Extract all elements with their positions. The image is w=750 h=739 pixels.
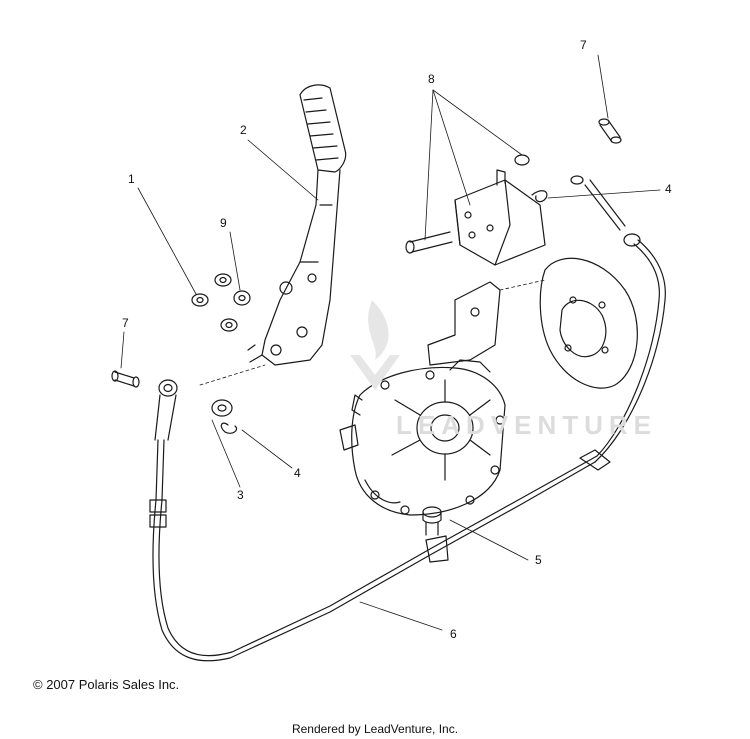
callout-8: 8: [428, 72, 435, 86]
washers-9: [214, 273, 251, 332]
callout-6: 6: [450, 627, 457, 641]
clip-4-right: [531, 190, 548, 203]
mount-bracket: [427, 281, 501, 366]
callout-4-left: 4: [294, 466, 301, 480]
callout-1: 1: [128, 172, 135, 186]
leader-lines: [120, 54, 661, 631]
pin-7-left: [111, 370, 140, 388]
rendered-by-text: Rendered by LeadVenture, Inc.: [291, 722, 459, 736]
brake-cable: [149, 175, 666, 662]
bolt-5: [422, 506, 442, 536]
gearcase: [339, 359, 506, 516]
callout-2: 2: [240, 123, 247, 137]
callout-9: 9: [220, 216, 227, 230]
nut-1: [191, 293, 209, 307]
callout-5: 5: [535, 553, 542, 567]
copyright-text: © 2007 Polaris Sales Inc.: [33, 677, 180, 692]
clevis-end: [154, 379, 238, 441]
watermark-logo: [350, 300, 400, 390]
callout-7-right: 7: [580, 38, 587, 52]
brake-lever: [247, 84, 347, 366]
watermark-text: LEADVENTURE: [396, 410, 658, 440]
callout-7-left: 7: [122, 316, 129, 330]
brake-disc: [539, 257, 638, 389]
pin-7-right: [598, 118, 622, 144]
callout-3: 3: [237, 488, 244, 502]
callout-4-right: 4: [665, 182, 672, 196]
brake-caliper: [405, 154, 546, 266]
